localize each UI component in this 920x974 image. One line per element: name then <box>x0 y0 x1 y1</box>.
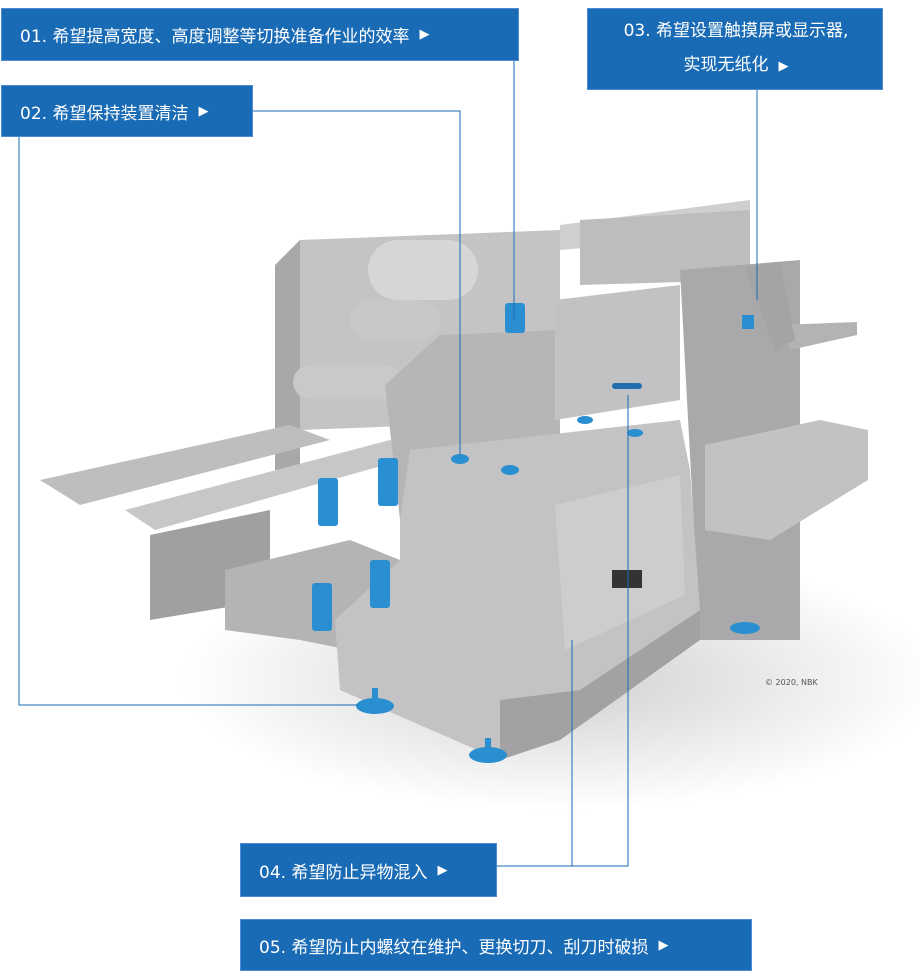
arrow-right-icon: ▶ <box>658 937 669 953</box>
callout-label-line1: 03. 希望设置触摸屏或显示器, <box>623 21 849 41</box>
callout-03-touchscreen[interactable]: 03. 希望设置触摸屏或显示器, 实现无纸化 ▶ <box>587 8 883 90</box>
callout-01-changeover-efficiency[interactable]: 01. 希望提高宽度、高度调整等切换准备作业的效率 ▶ <box>1 8 519 61</box>
front-door <box>555 475 685 650</box>
callout-label: 05. 希望防止内螺纹在维护、更换切刀、刮刀时破损 <box>259 937 649 958</box>
leader-lines <box>18 61 758 867</box>
copyright: © 2020, NBK <box>765 678 818 687</box>
callout-label-line2: 实现无纸化 <box>683 55 769 75</box>
callout-04-foreign-matter[interactable]: 04. 希望防止异物混入 ▶ <box>240 843 497 897</box>
door-handle <box>612 570 642 588</box>
callout-label: 02. 希望保持装置清洁 <box>20 103 189 124</box>
arrow-right-icon: ▶ <box>419 27 430 42</box>
callout-05-thread-damage[interactable]: 05. 希望防止内螺纹在维护、更换切刀、刮刀时破损 ▶ <box>240 919 752 971</box>
callout-02-cleanliness[interactable]: 02. 希望保持装置清洁 ▶ <box>1 85 253 137</box>
arrow-right-icon: ▶ <box>778 59 789 74</box>
film-roll <box>368 240 478 300</box>
infeed-conveyor <box>40 425 330 505</box>
callout-label: 04. 希望防止异物混入 <box>259 862 428 883</box>
side-frame <box>275 240 300 470</box>
blue-fittings <box>312 303 760 763</box>
callout-label: 01. 希望提高宽度、高度调整等切换准备作业的效率 <box>20 27 410 47</box>
arrow-right-icon: ▶ <box>198 103 209 119</box>
arrow-right-icon: ▶ <box>437 862 448 878</box>
